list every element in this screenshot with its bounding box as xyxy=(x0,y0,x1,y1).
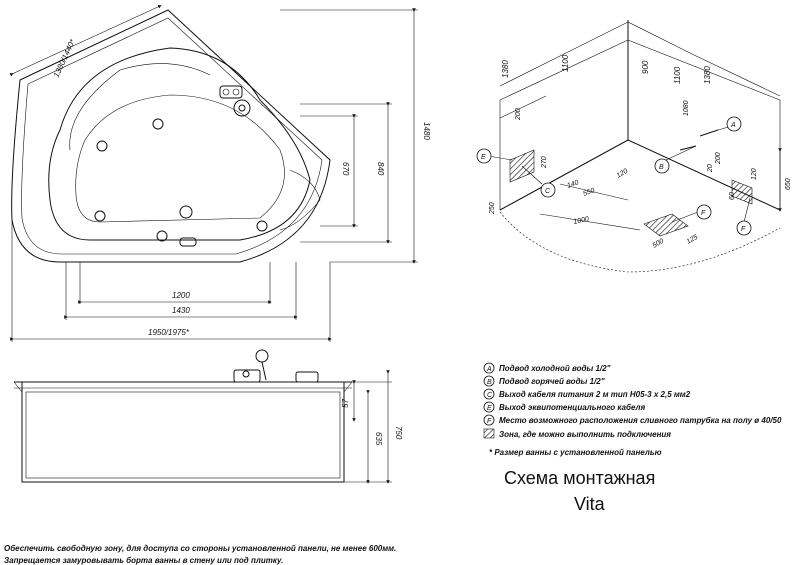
marker-f-2: F xyxy=(736,220,752,236)
dim-1000: 1000 xyxy=(573,216,590,226)
svg-text:B: B xyxy=(659,164,664,171)
model-name: Vita xyxy=(574,494,606,514)
dim-635: 635 xyxy=(374,432,383,446)
svg-text:C: C xyxy=(487,392,493,399)
svg-text:C: C xyxy=(545,188,551,195)
svg-text:Подвод холодной воды 1/2": Подвод холодной воды 1/2" xyxy=(499,364,611,373)
legend-item-b: B Подвод горячей воды 1/2" xyxy=(483,375,605,387)
dim-1380-left: 1380 xyxy=(501,60,510,78)
dim-500: 500 xyxy=(652,238,666,250)
marker-f: F xyxy=(696,204,712,220)
legend: A Подвод холодной воды 1/2" B Подвод гор… xyxy=(483,362,782,457)
jet xyxy=(256,220,268,232)
dim-57: 57 xyxy=(341,399,350,408)
svg-text:Место возможного расположения: Место возможного расположения сливного п… xyxy=(499,416,782,425)
bath-inner-bowl xyxy=(48,47,311,241)
svg-text:E: E xyxy=(487,405,492,412)
svg-text:E: E xyxy=(481,154,486,161)
dim-1080: 1080 xyxy=(683,100,690,116)
faucet-icon xyxy=(233,349,319,383)
dim-125: 125 xyxy=(686,234,700,246)
svg-text:Зона, где можно выполнить под: Зона, где можно выполнить подключения xyxy=(499,430,671,439)
dim-250: 250 xyxy=(489,202,496,215)
svg-text:F: F xyxy=(487,418,492,425)
dim-840: 840 xyxy=(376,162,385,176)
svg-text:Выход кабеля питания 2 м тип: Выход кабеля питания 2 м тип Н05-3 х 2,5… xyxy=(499,390,691,399)
marker-c: C xyxy=(540,182,556,198)
dim-diagonal: 1380/1440* xyxy=(52,37,78,79)
dim-650: 650 xyxy=(785,178,792,190)
dim-20: 20 xyxy=(707,164,714,173)
svg-text:B: B xyxy=(487,379,492,386)
bath-outer-rim xyxy=(11,9,331,263)
bath-front-panel xyxy=(21,381,345,483)
plan-view: 1380/1440* 1480 840 670 1200 1430 1950/1… xyxy=(9,5,431,342)
dim-120: 120 xyxy=(751,168,758,180)
legend-footnote: * Размер ванны с установленной панелью xyxy=(489,448,662,457)
legend-hatch: Зона, где можно выполнить подключения xyxy=(483,428,671,439)
jet xyxy=(156,230,168,242)
dim-140: 140 xyxy=(566,179,579,190)
dim-120-b: 120 xyxy=(616,168,630,180)
dim-1200: 1200 xyxy=(172,291,190,300)
dim-900: 900 xyxy=(641,60,650,74)
iso-view: 1380 1100 900 1100 1380 200 1080 650 250… xyxy=(476,20,792,273)
dim-1100-right: 1100 xyxy=(673,66,682,84)
diagram-title: Схема монтажная xyxy=(504,468,655,488)
side-view: 750 635 57 xyxy=(13,349,403,484)
faucet-icon xyxy=(233,99,251,117)
svg-text:F: F xyxy=(741,226,746,233)
dim-1950: 1950/1975* xyxy=(148,328,190,337)
dim-750: 750 xyxy=(394,426,403,440)
dim-550: 550 xyxy=(582,187,595,198)
dim-200-a: 200 xyxy=(515,108,522,121)
svg-text:Выход эквипотенциального кабел: Выход эквипотенциального кабеля xyxy=(499,403,645,412)
jet xyxy=(152,118,164,130)
dim-1430: 1430 xyxy=(172,306,190,315)
hatch-zone xyxy=(731,179,753,205)
note-line-1: Обеспечить свободную зону, для доступа с… xyxy=(4,544,396,553)
dim-1380-right: 1380 xyxy=(703,66,712,84)
note-line-2: Запрещается замуровывать борта ванны в с… xyxy=(4,556,283,565)
svg-text:A: A xyxy=(730,122,736,129)
legend-item-a: A Подвод холодной воды 1/2" xyxy=(483,362,611,374)
dim-1480: 1480 xyxy=(422,122,431,140)
marker-a: A xyxy=(726,116,742,132)
svg-text:Подвод горячей воды 1/2": Подвод горячей воды 1/2" xyxy=(499,377,605,386)
dim-1100-left: 1100 xyxy=(561,54,570,72)
legend-item-c: C Выход кабеля питания 2 м тип Н05-3 х 2… xyxy=(483,388,691,400)
marker-b: B xyxy=(654,158,670,174)
marker-e: E xyxy=(476,148,492,164)
jet xyxy=(96,140,108,152)
dim-270: 270 xyxy=(541,156,548,169)
jet xyxy=(94,210,106,222)
drain xyxy=(179,205,193,219)
hatch-zone xyxy=(643,213,689,237)
legend-item-e: E Выход эквипотенциального кабеля xyxy=(483,401,645,413)
dim-200-b: 200 xyxy=(715,152,722,165)
svg-text:F: F xyxy=(701,210,706,217)
dim-670: 670 xyxy=(341,162,350,176)
legend-item-f: F Место возможного расположения сливного… xyxy=(483,414,782,426)
svg-text:A: A xyxy=(486,366,492,373)
